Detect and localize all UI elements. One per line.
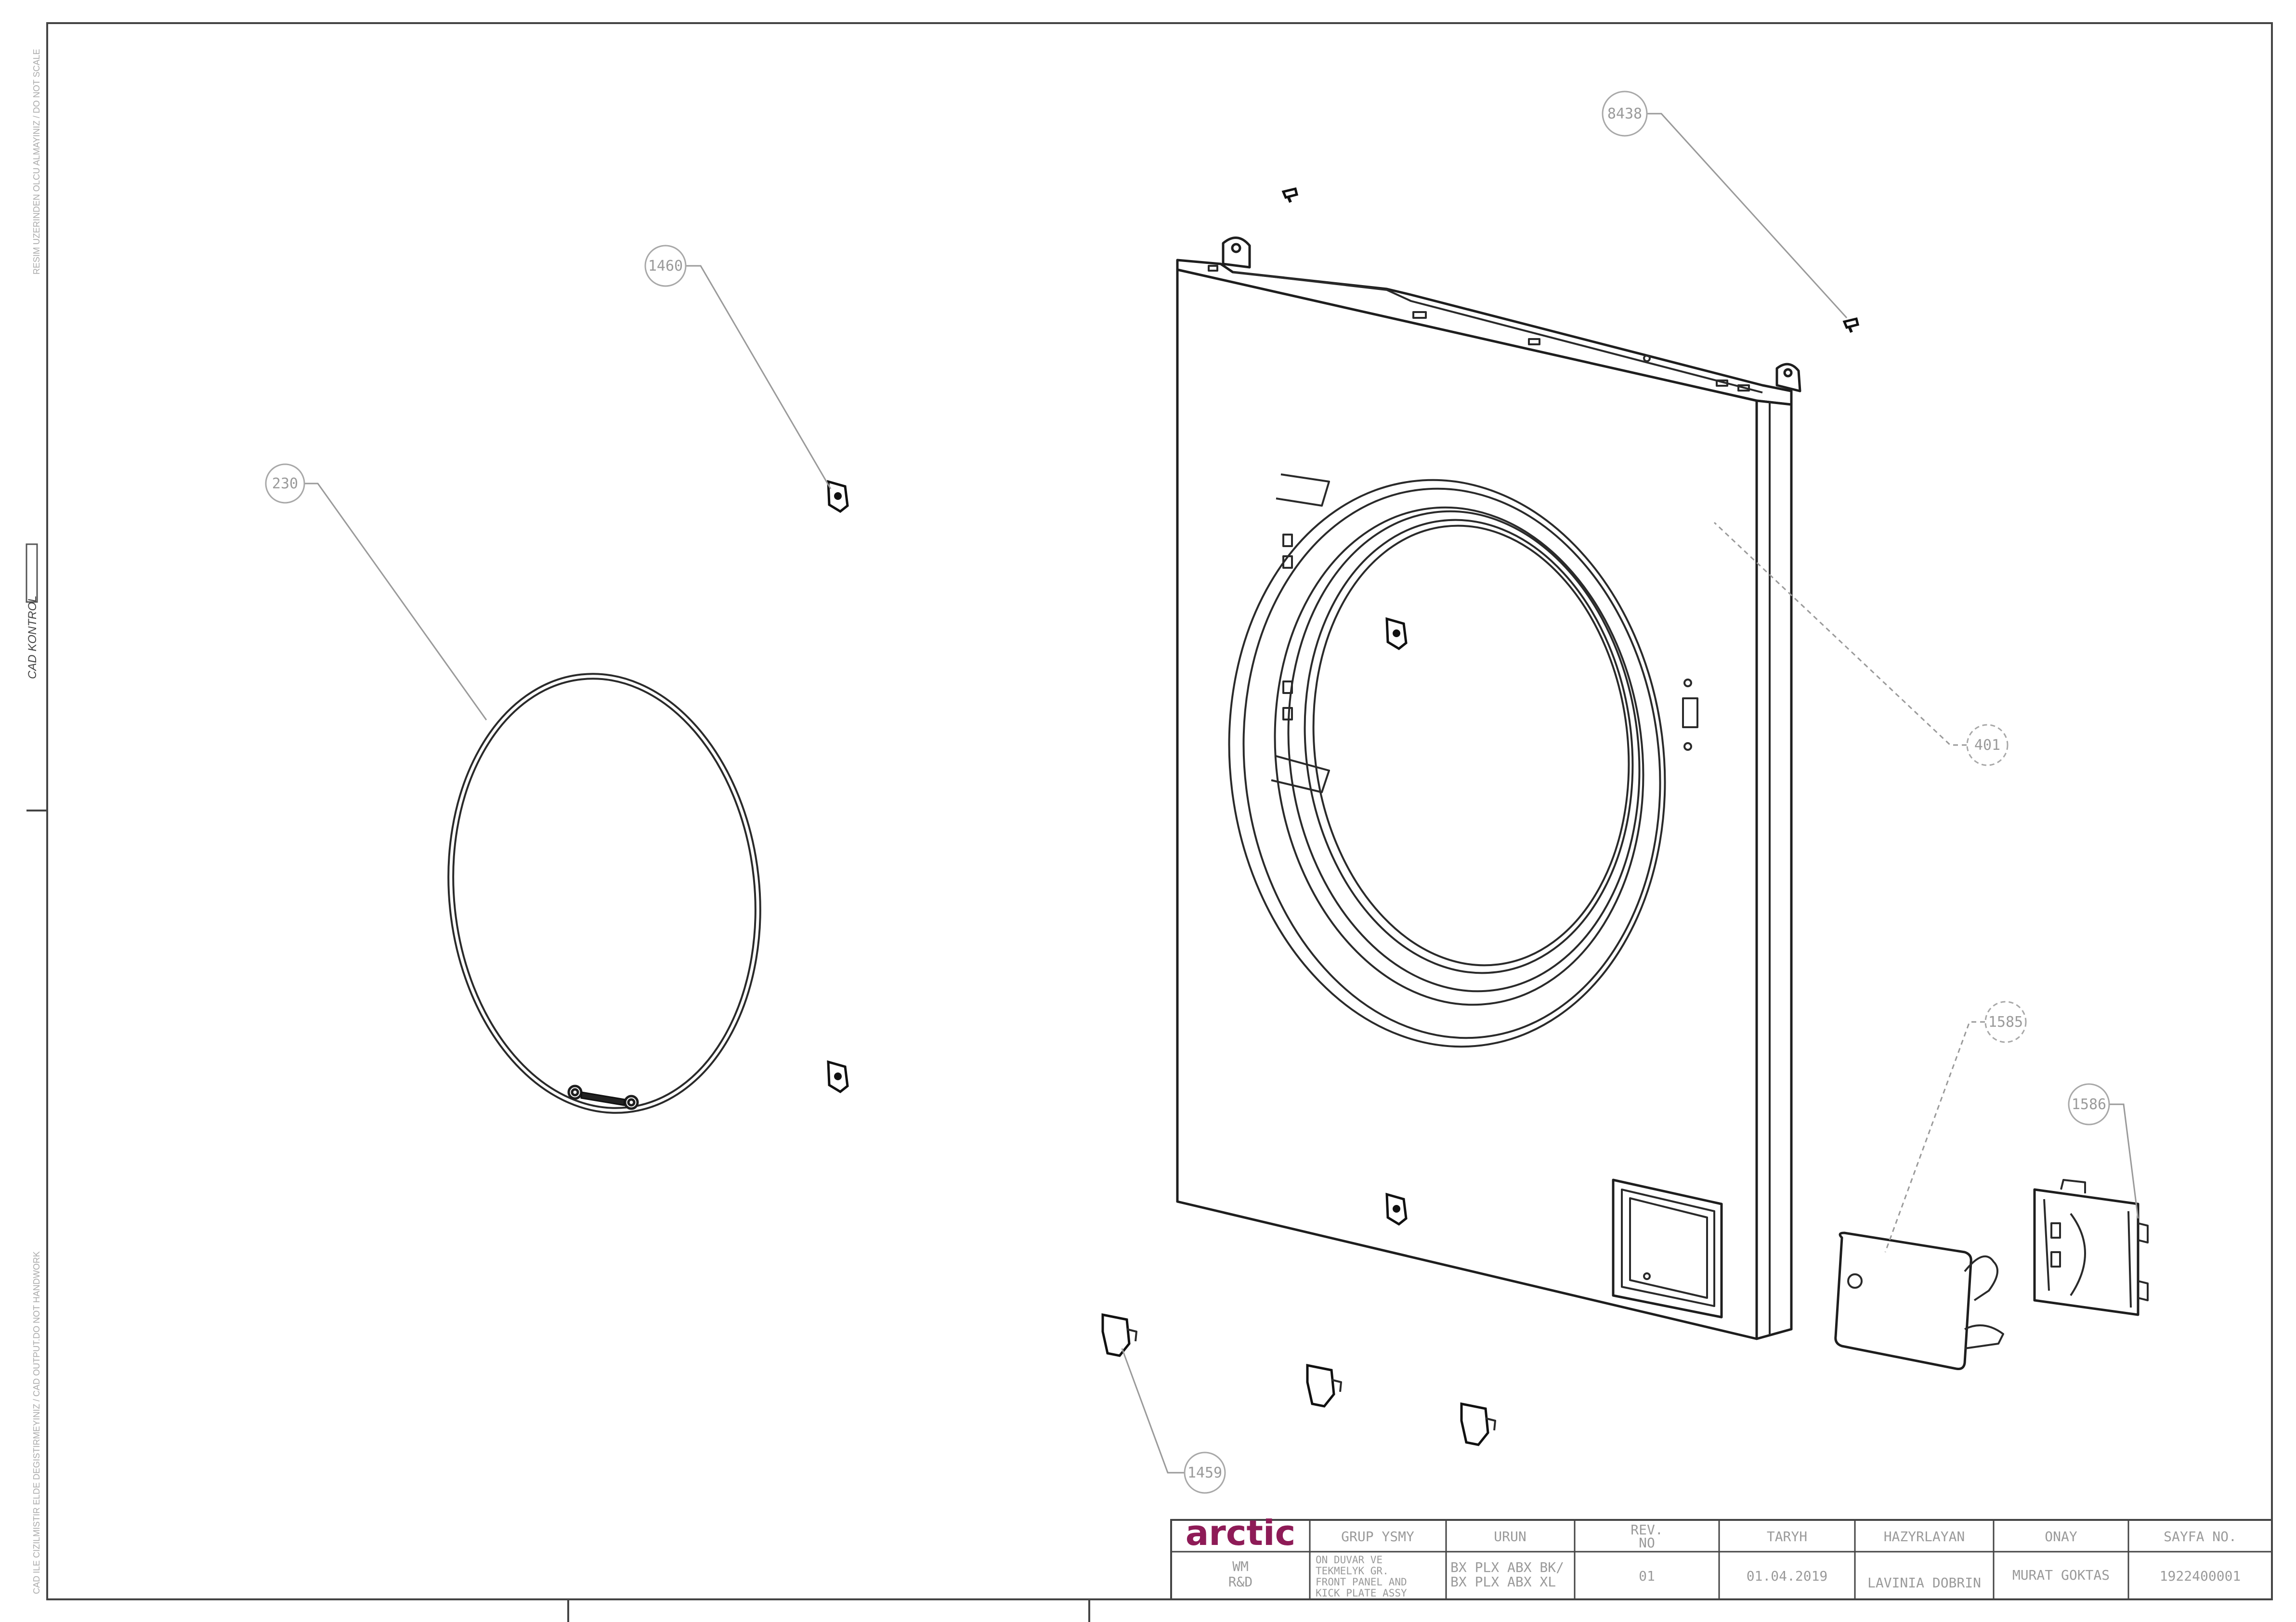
header-page-no: SAYFA NO.	[2164, 1529, 2237, 1544]
balloon-1459	[1184, 1452, 1226, 1494]
do-not-scale-note: RESIM UZERINDEN OLCU ALMAYINIZ / DO NOT …	[32, 49, 41, 275]
group-name-line-4: KICK PLATE ASSY	[1316, 1587, 1407, 1599]
approval-value: MURAT GOKTAS	[2012, 1567, 2110, 1583]
dept-line-1: WM	[1232, 1558, 1249, 1574]
prepared-by-value: LAVINIA DOBRIN	[1867, 1575, 1981, 1591]
header-date: TARYH	[1767, 1529, 1807, 1544]
balloon-1460	[644, 245, 687, 287]
front-panel	[1176, 236, 1801, 1340]
dept-line-2: R&D	[1228, 1574, 1253, 1590]
screw-top-left	[1281, 187, 1299, 203]
group-name-line-2: TEKMELYK GR.	[1316, 1565, 1389, 1577]
header-rev-no-1: REV.	[1631, 1522, 1663, 1538]
header-rev-no-2: NO	[1639, 1535, 1655, 1551]
header-group-name: GRUP YSMY	[1341, 1529, 1414, 1544]
leader-1586	[2109, 1103, 2139, 1219]
leader-1459	[1121, 1348, 1185, 1474]
balloon-1586-label: 1586	[2072, 1096, 2106, 1113]
hinge-pin-bottom	[1385, 1192, 1408, 1226]
balloon-401-label: 401	[1974, 737, 2000, 754]
balloon-1585	[1984, 1001, 2027, 1043]
arctic-logo: arctic	[1186, 1513, 1296, 1553]
flap-housing	[2033, 1179, 2149, 1316]
cad-kontrol-box	[26, 543, 38, 603]
hinge-pin-center	[1385, 617, 1408, 651]
group-name-line-1: ON DUVAR VE	[1316, 1554, 1383, 1566]
header-prepared-by: HAZYRLAYAN	[1884, 1529, 1965, 1544]
date-value: 01.04.2019	[1747, 1568, 1828, 1584]
hinge-pin-upper-left	[827, 480, 849, 513]
product-line-2: BX PLX ABX XL	[1450, 1574, 1556, 1590]
balloon-230	[265, 463, 305, 504]
kick-plate-clip-3	[1460, 1402, 1496, 1446]
header-approval: ONAY	[2045, 1529, 2077, 1544]
balloon-1585-label: 1585	[1988, 1014, 2023, 1031]
title-block: arctic WM R&D GRUP YSMY URUN REV. NO TAR…	[1170, 1513, 2273, 1600]
cad-output-note: CAD ILE CIZILMISTIR ELDE DEGISTIRMEYINIZ…	[32, 1251, 41, 1594]
leader-1585	[1884, 1021, 1985, 1253]
leader-1460	[686, 265, 832, 489]
balloon-1586	[2068, 1083, 2110, 1125]
cad-kontrol-label: CAD KONTROL	[26, 596, 39, 679]
balloon-1459-label: 1459	[1187, 1465, 1222, 1481]
screw-top-right	[1842, 317, 1860, 333]
page-no-value: 1922400001	[2160, 1568, 2241, 1584]
balloon-401	[1966, 724, 2009, 766]
leader-230	[304, 483, 487, 720]
kick-plate-clip-2	[1306, 1363, 1342, 1408]
group-name-line-3: FRONT PANEL AND	[1316, 1576, 1407, 1588]
balloon-1460-label: 1460	[648, 258, 683, 275]
product-line-1: BX PLX ABX BK/	[1450, 1559, 1564, 1575]
balloon-8438-label: 8438	[1607, 105, 1642, 122]
gasket-clamp-ring	[447, 673, 761, 1114]
header-product: URUN	[1494, 1529, 1526, 1544]
kick-plate-clip-1	[1101, 1313, 1137, 1357]
balloon-8438	[1602, 91, 1648, 137]
hinge-pin-lower-left	[827, 1060, 849, 1094]
balloon-230-label: 230	[272, 475, 298, 492]
rev-no-value: 01	[1639, 1568, 1655, 1584]
service-flap-cover	[1834, 1231, 2004, 1370]
leader-8438	[1647, 113, 1848, 319]
